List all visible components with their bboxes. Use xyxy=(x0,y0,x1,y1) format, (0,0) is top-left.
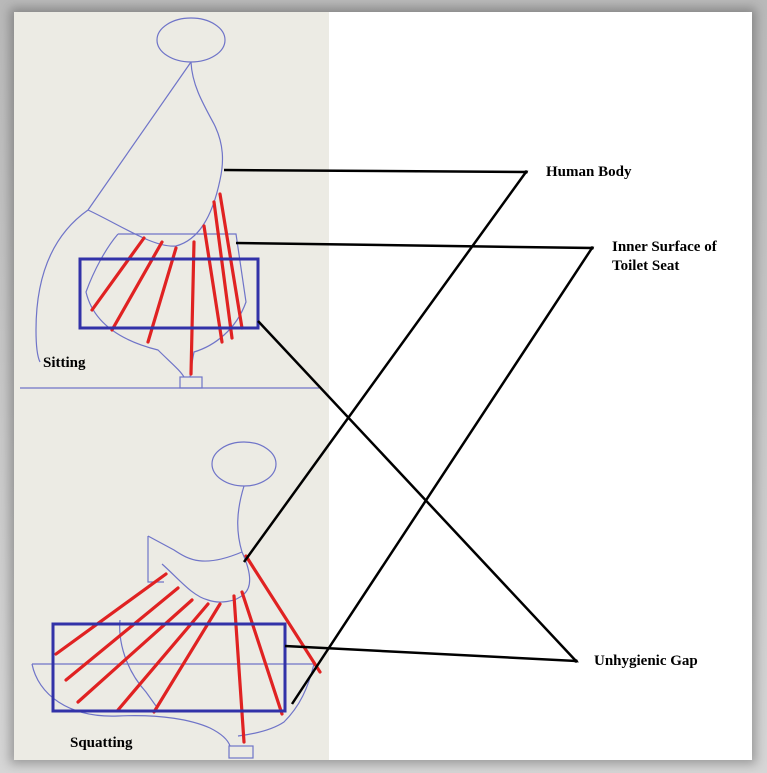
sitting-neck-back xyxy=(190,61,224,181)
sitting-seat-left xyxy=(85,233,185,378)
squatting-gap-box xyxy=(51,622,287,713)
squatting-contact-line xyxy=(76,598,194,704)
label-human-body: Human Body xyxy=(546,164,632,180)
illustration-panel xyxy=(14,12,329,760)
leader-dot xyxy=(590,246,594,250)
squatting-contact-line xyxy=(232,594,246,744)
squatting-contact-line xyxy=(116,602,210,712)
diagram-svg xyxy=(20,17,595,759)
squatting-contact-line xyxy=(54,572,168,656)
leader-dot xyxy=(574,659,578,663)
sitting-contact-line xyxy=(202,224,224,344)
sitting-body-front xyxy=(87,179,221,247)
leader-unhygienic-gap xyxy=(257,320,580,663)
label-unhygienic-gap: Unhygienic Gap xyxy=(594,653,698,669)
sitting-contact-line xyxy=(189,240,196,376)
squatting-contact-line xyxy=(152,602,222,714)
squatting-contact-lines xyxy=(54,554,322,744)
squatting-contact-line xyxy=(244,554,322,674)
leader-human-body xyxy=(223,168,529,563)
sitting-figure xyxy=(20,17,319,389)
squatting-arm xyxy=(147,536,164,583)
sitting-contact-line xyxy=(90,236,146,312)
squatting-head xyxy=(211,441,277,487)
sitting-chest xyxy=(87,61,192,211)
label-sitting: Sitting xyxy=(43,355,86,371)
sitting-contact-lines xyxy=(90,192,244,376)
squatting-neck xyxy=(237,485,245,553)
sitting-contact-line xyxy=(212,200,234,340)
squatting-contact-line xyxy=(64,586,180,682)
squatting-drain xyxy=(228,745,254,759)
squatting-contact-line xyxy=(240,590,284,716)
sitting-contact-line xyxy=(218,192,244,330)
leader-dot xyxy=(524,170,528,174)
sitting-leg xyxy=(35,209,89,363)
diagram-canvas: Human Body Inner Surface of Toilet Seat … xyxy=(14,12,752,760)
sitting-drain xyxy=(179,376,203,389)
leader-inner-surface xyxy=(235,241,595,705)
sitting-gap-box xyxy=(78,257,260,330)
leader-endpoints xyxy=(524,170,594,663)
sitting-contact-line xyxy=(146,246,178,344)
sitting-head xyxy=(156,17,226,63)
sitting-contact-line xyxy=(110,240,164,332)
squatting-thigh xyxy=(147,535,251,603)
label-inner-surface: Inner Surface of Toilet Seat xyxy=(612,239,717,274)
label-squatting: Squatting xyxy=(70,735,133,751)
